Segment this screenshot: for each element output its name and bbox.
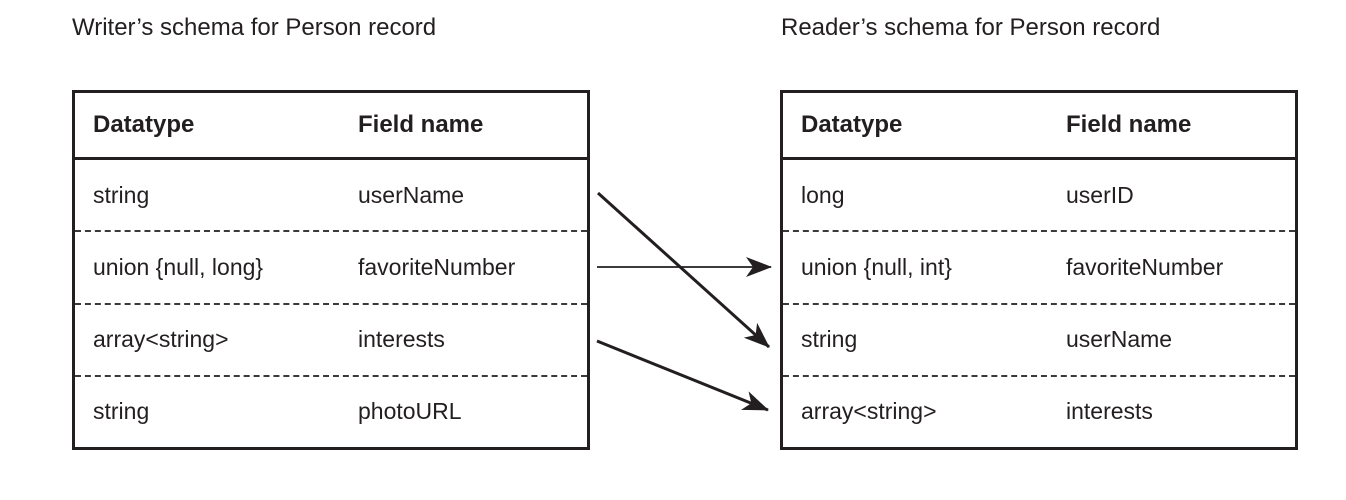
field-name-cell: favoriteNumber (1066, 253, 1224, 280)
arrow-interests-mapping (596, 339, 769, 412)
reader-schema-table: Datatype Field name long userID union {n… (780, 90, 1298, 450)
field-name-cell: interests (358, 326, 445, 353)
datatype-cell: string (801, 326, 858, 353)
reader-schema-title: Reader’s schema for Person record (781, 14, 1161, 41)
table-row: array<string> interests (75, 302, 587, 375)
table-row: union {null, long} favoriteNumber (75, 230, 587, 302)
table-row: string userName (75, 160, 587, 230)
datatype-cell: union {null, long} (93, 253, 264, 280)
field-name-cell: userName (1066, 326, 1173, 353)
datatype-cell: array<string> (93, 326, 229, 353)
table-row: array<string> interests (783, 374, 1295, 447)
table-row: string userName (783, 302, 1295, 375)
datatype-cell: array<string> (801, 398, 937, 425)
field-name-cell: interests (1066, 398, 1153, 425)
table-row: union {null, int} favoriteNumber (783, 230, 1295, 302)
writer-schema-title: Writer’s schema for Person record (72, 14, 437, 41)
datatype-cell: string (93, 181, 150, 208)
field-name-cell: userID (1066, 181, 1134, 208)
field-name-cell: favoriteNumber (358, 253, 516, 280)
datatype-cell: long (801, 181, 845, 208)
field-name-column-header: Field name (358, 111, 484, 138)
datatype-column-header: Datatype (801, 111, 903, 138)
field-name-cell: userName (358, 181, 465, 208)
writer-schema-table: Datatype Field name string userName unio… (72, 90, 590, 450)
table-header-row: Datatype Field name (783, 93, 1295, 160)
datatype-cell: string (93, 398, 150, 425)
table-row: string photoURL (75, 374, 587, 447)
datatype-column-header: Datatype (93, 111, 195, 138)
datatype-cell: union {null, int} (801, 253, 952, 280)
field-name-cell: photoURL (358, 398, 462, 425)
table-row: long userID (783, 160, 1295, 230)
field-name-column-header: Field name (1066, 111, 1192, 138)
arrow-username-mapping (596, 191, 771, 349)
table-header-row: Datatype Field name (75, 93, 587, 160)
